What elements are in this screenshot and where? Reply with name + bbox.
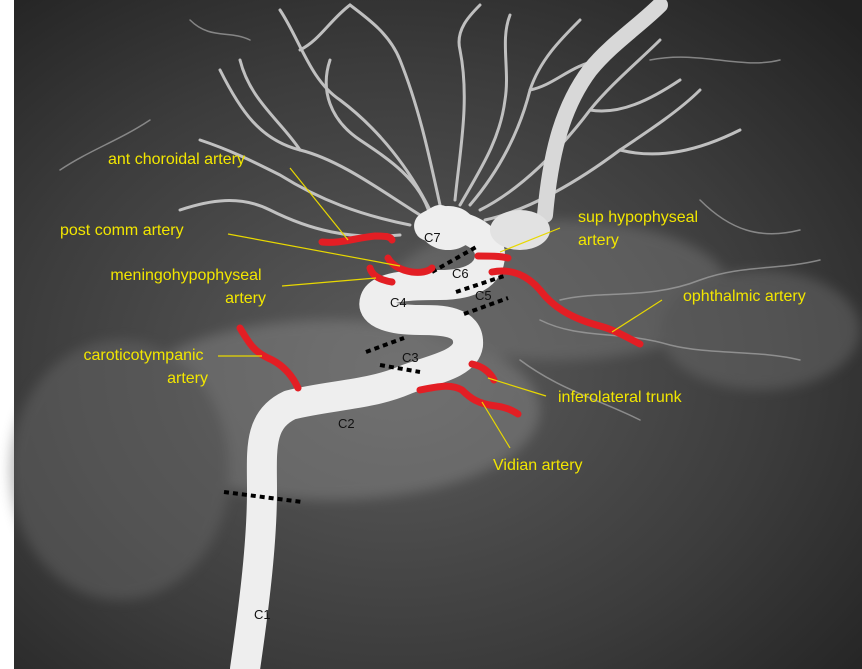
- label-ant-choroidal: ant choroidal artery: [108, 151, 245, 168]
- middle-cerebral-trunk: [537, 0, 668, 223]
- segment-c5: C5: [475, 288, 492, 303]
- segment-c4: C4: [390, 295, 407, 310]
- segment-c3: C3: [402, 350, 419, 365]
- fine-vessels: [59, 19, 821, 421]
- label-post-comm: post comm artery: [60, 222, 184, 239]
- leader-sup-hypophyseal: [499, 227, 561, 253]
- leader-ophthalmic: [611, 299, 663, 333]
- ant-choroidal-mark: [318, 232, 396, 246]
- divider-c3-bottom: [379, 363, 421, 374]
- carotid-terminus: [420, 206, 476, 250]
- label-vidian: Vidian artery: [493, 457, 583, 474]
- label-meningohypophyseal: meningohypophyseal artery: [110, 267, 266, 307]
- leader-inferolateral: [487, 377, 547, 397]
- segment-dividers: [223, 244, 509, 504]
- label-sup-hypophyseal: sup hypophyseal artery: [578, 209, 703, 249]
- leader-meningohypophyseal: [281, 277, 377, 287]
- label-inferolateral: inferolateral trunk: [558, 389, 683, 406]
- leader-vidian: [481, 401, 511, 449]
- sup-hypophyseal-mark: [474, 252, 512, 262]
- leader-ant-choroidal: [289, 167, 349, 241]
- label-ophthalmic: ophthalmic artery: [683, 288, 806, 305]
- vidian-mark: [416, 382, 522, 418]
- segment-labels: C1 C2 C3 C4 C5 C6 C7: [254, 230, 492, 622]
- divider-c1-c2: [223, 490, 303, 504]
- ophthalmic-mark: [488, 267, 644, 348]
- label-caroticotympanic: caroticotympanic artery: [84, 347, 209, 387]
- post-comm-mark: [384, 254, 436, 276]
- meningohypophyseal-mark: [366, 264, 396, 286]
- branch-markings: [236, 232, 644, 418]
- segment-c2: C2: [338, 416, 355, 431]
- segment-c7: C7: [424, 230, 441, 245]
- inferolateral-mark: [468, 360, 498, 384]
- branch-labels: ant choroidal artery post comm artery me…: [60, 151, 806, 474]
- segment-c1: C1: [254, 607, 271, 622]
- carotid-bifurcation: [490, 210, 550, 250]
- divider-c5: [463, 296, 509, 316]
- divider-c3-top: [365, 336, 405, 354]
- leader-post-comm: [227, 233, 401, 267]
- caroticotympanic-mark: [236, 324, 302, 392]
- leader-lines: [218, 167, 663, 449]
- segment-c6: C6: [452, 266, 469, 281]
